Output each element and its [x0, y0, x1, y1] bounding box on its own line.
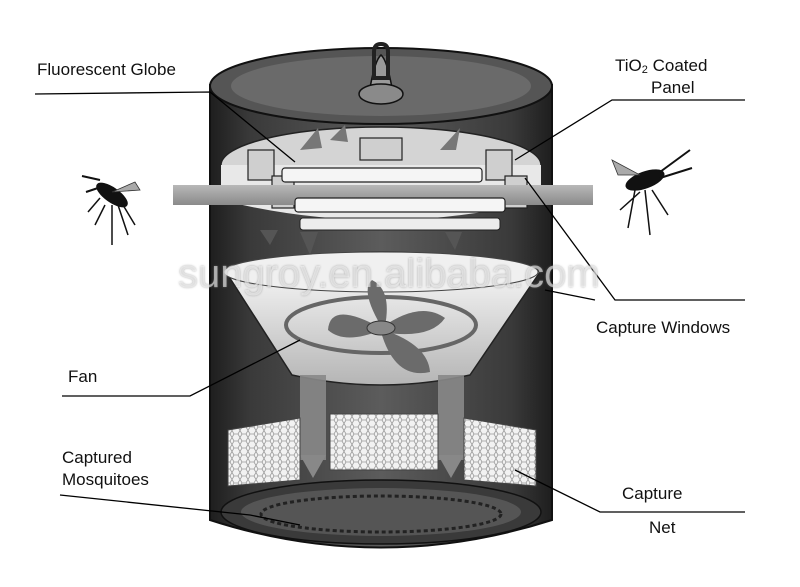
hanging-hook-icon: [358, 41, 404, 105]
mosquito-right-icon: [611, 149, 693, 236]
label-captured: Captured: [62, 448, 132, 467]
tio2-panel-top: [359, 137, 403, 161]
label-mosquitoes: Mosquitoes: [62, 470, 149, 489]
label-fluorescent-globe: Fluorescent Globe: [37, 60, 176, 79]
tio2-panel-right: [485, 149, 513, 181]
label-tio2-panel: Panel: [651, 78, 695, 97]
label-tio2-suffix: Coated: [647, 56, 708, 75]
label-tio2-subscript: 2: [641, 64, 648, 76]
label-fan: Fan: [68, 367, 98, 386]
label-tio2-prefix: TiO: [615, 56, 642, 75]
label-capture-windows: Capture Windows: [596, 318, 731, 337]
fan-icon: [284, 280, 478, 374]
watermark-text: sungroy.en.alibaba.com: [178, 252, 600, 296]
capture-net: [227, 413, 537, 487]
captured-mosquitoes-tray: [220, 479, 542, 545]
tio2-panel-left: [247, 149, 275, 181]
air-channels: [300, 375, 464, 478]
label-capture: Capture: [622, 484, 683, 503]
label-tio2-coated-panel: TiO2 Coated: [615, 56, 707, 77]
label-net: Net: [649, 518, 676, 537]
leader-lines: [34, 91, 745, 526]
mosquito-left-icon: [81, 175, 141, 245]
fluorescent-globe: [281, 167, 506, 231]
